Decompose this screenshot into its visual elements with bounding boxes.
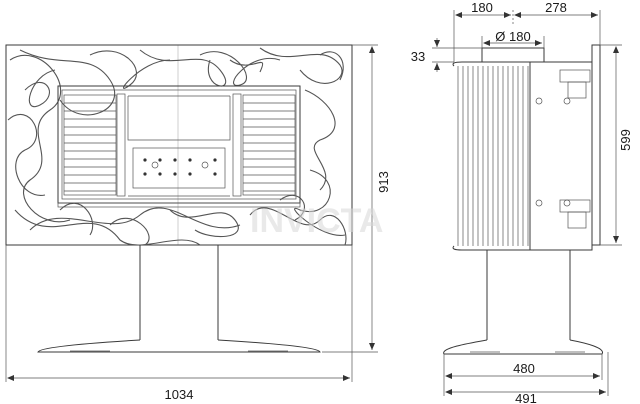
left-louvre [63,94,117,196]
side-view: 180 278 Ø 180 33 599 [411,0,633,404]
base-inner-label: 480 [513,361,535,376]
flue-dimension: Ø 180 [481,29,545,48]
depth-back-label: 278 [545,0,567,15]
swirl-pattern [7,47,347,245]
ribbed-body [452,61,531,251]
rear-casing [529,44,601,251]
flue-label: Ø 180 [495,29,530,44]
width-label: 1034 [165,387,194,402]
height-dimension: 913 [322,44,391,353]
body-height-dimension: 599 [600,44,633,246]
base-dimensions: 480 491 [443,352,609,404]
width-dimension: 1034 [5,245,353,402]
combustion-chamber [127,95,231,197]
front-view: 1034 913 [5,44,391,402]
base-outer-label: 491 [515,391,537,404]
flue-offset-label: 33 [411,49,425,64]
depth-front-label: 180 [471,0,493,15]
flue-offset-dimension: 33 [411,38,482,72]
flue-collar [481,47,545,63]
height-label: 913 [376,171,391,193]
firebox-window [57,85,301,208]
body-height-label: 599 [618,129,633,151]
right-louvre [242,94,296,196]
watermark: INVICTA [250,202,383,240]
front-pedestal [37,245,321,353]
decorative-panel [5,44,353,246]
top-depth-dimension: 180 278 [453,0,601,62]
side-pedestal [443,250,603,355]
